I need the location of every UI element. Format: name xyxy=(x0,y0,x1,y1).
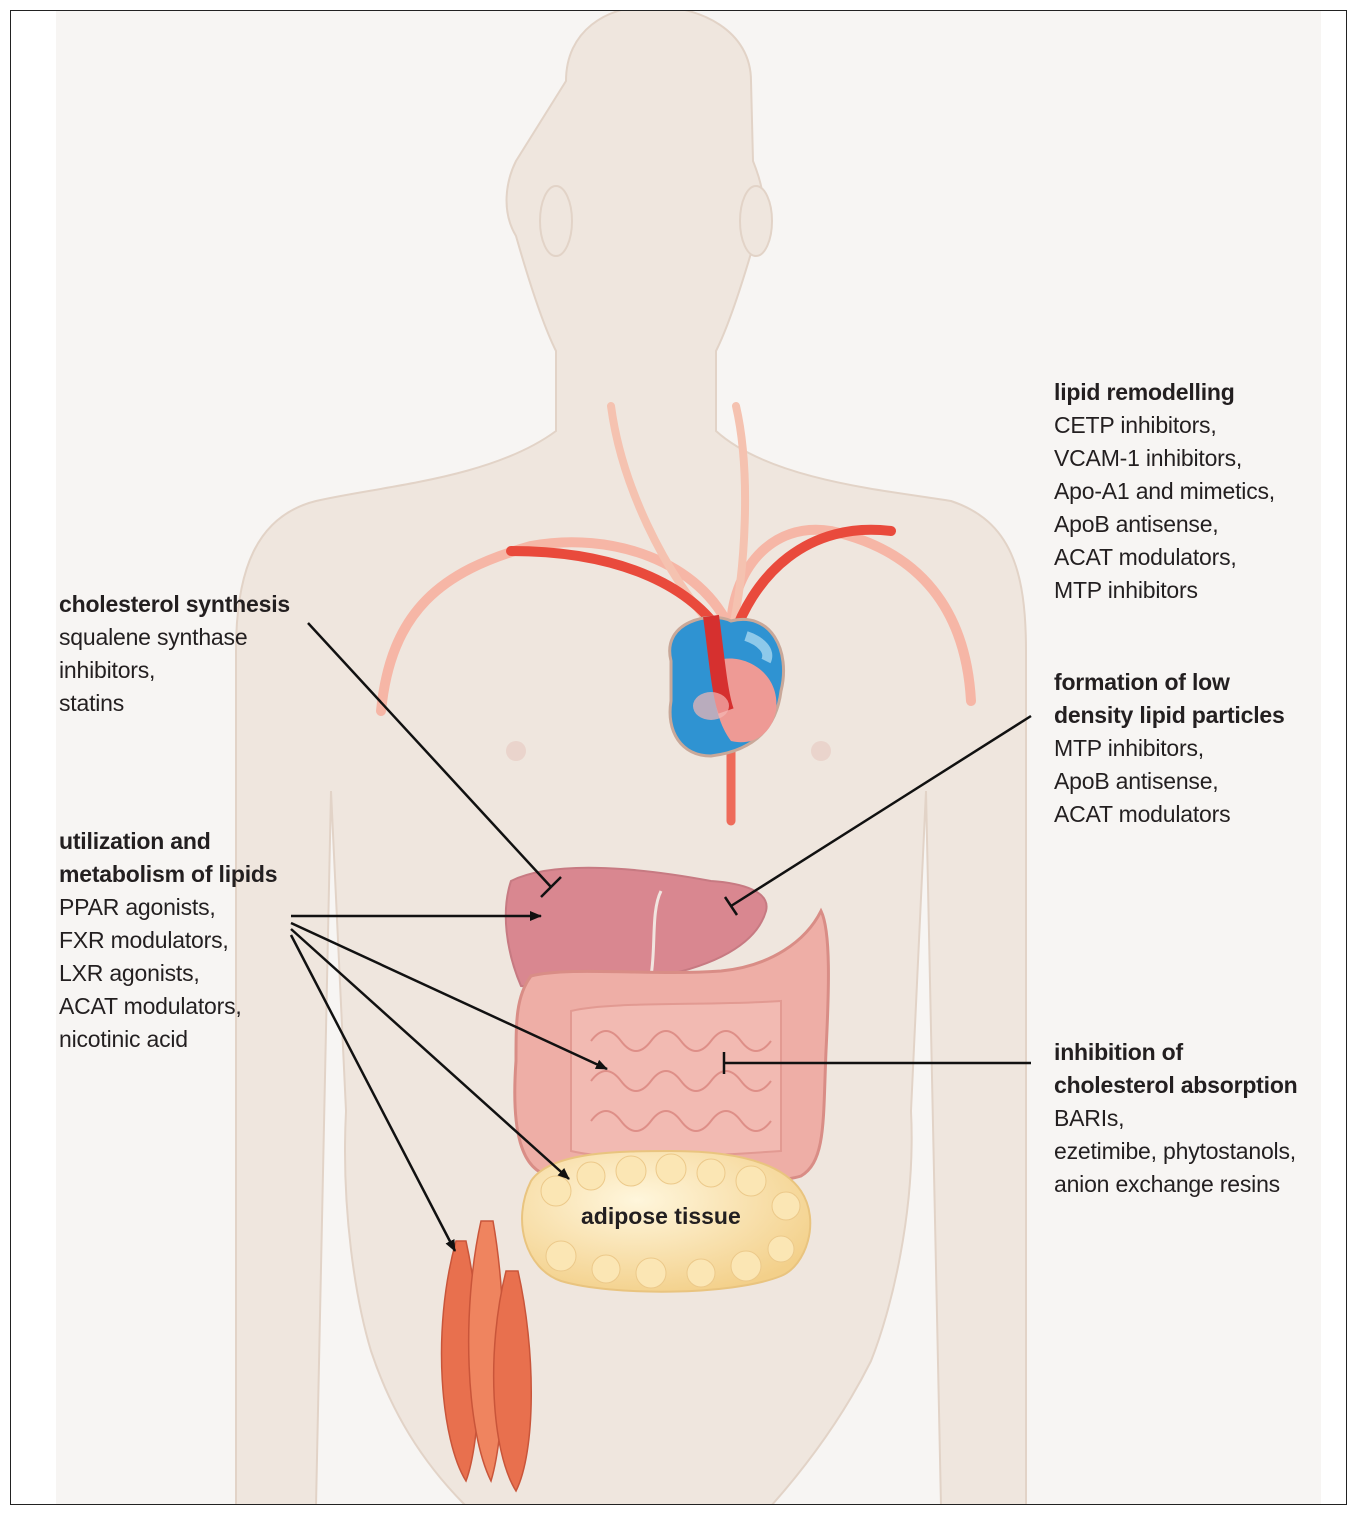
utilization-item: FXR modulators, xyxy=(59,924,277,957)
lipid-remodelling-item: ApoB antisense, xyxy=(1054,508,1275,541)
formation-ldl-item: MTP inhibitors, xyxy=(1054,732,1285,765)
lipid-remodelling-title: lipid remodelling xyxy=(1054,376,1275,409)
nipple-left xyxy=(506,741,526,761)
cholesterol-synthesis-item: inhibitors, xyxy=(59,654,290,687)
cholesterol-synthesis-title: cholesterol synthesis xyxy=(59,588,290,621)
adipose-tissue-label: adipose tissue xyxy=(581,1203,741,1230)
label-absorption: inhibition of cholesterol absorption BAR… xyxy=(1054,1036,1298,1201)
lipid-remodelling-item: CETP inhibitors, xyxy=(1054,409,1275,442)
absorption-item: BARIs, xyxy=(1054,1102,1298,1135)
formation-ldl-title-line: density lipid particles xyxy=(1054,699,1285,732)
figure-frame: lipid remodelling CETP inhibitors, VCAM-… xyxy=(10,10,1347,1505)
utilization-item: ACAT modulators, xyxy=(59,990,277,1023)
label-utilization: utilization and metabolism of lipids PPA… xyxy=(59,825,277,1056)
formation-ldl-item: ApoB antisense, xyxy=(1054,765,1285,798)
lipid-remodelling-item: ACAT modulators, xyxy=(1054,541,1275,574)
utilization-item: nicotinic acid xyxy=(59,1023,277,1056)
absorption-item: anion exchange resins xyxy=(1054,1168,1298,1201)
label-formation-ldl: formation of low density lipid particles… xyxy=(1054,666,1285,831)
utilization-item: PPAR agonists, xyxy=(59,891,277,924)
cholesterol-synthesis-item: squalene synthase xyxy=(59,621,290,654)
label-cholesterol-synthesis: cholesterol synthesis squalene synthase … xyxy=(59,588,290,720)
formation-ldl-title-line: formation of low xyxy=(1054,666,1285,699)
lipid-remodelling-item: Apo-A1 and mimetics, xyxy=(1054,475,1275,508)
nipple-right xyxy=(811,741,831,761)
label-lipid-remodelling: lipid remodelling CETP inhibitors, VCAM-… xyxy=(1054,376,1275,607)
formation-ldl-item: ACAT modulators xyxy=(1054,798,1285,831)
absorption-item: ezetimibe, phytostanols, xyxy=(1054,1135,1298,1168)
absorption-title-line: inhibition of xyxy=(1054,1036,1298,1069)
utilization-title-line: metabolism of lipids xyxy=(59,858,277,891)
lipid-remodelling-item: VCAM-1 inhibitors, xyxy=(1054,442,1275,475)
lipid-remodelling-item: MTP inhibitors xyxy=(1054,574,1275,607)
absorption-title-line: cholesterol absorption xyxy=(1054,1069,1298,1102)
utilization-title-line: utilization and xyxy=(59,825,277,858)
utilization-item: LXR agonists, xyxy=(59,957,277,990)
cholesterol-synthesis-item: statins xyxy=(59,687,290,720)
